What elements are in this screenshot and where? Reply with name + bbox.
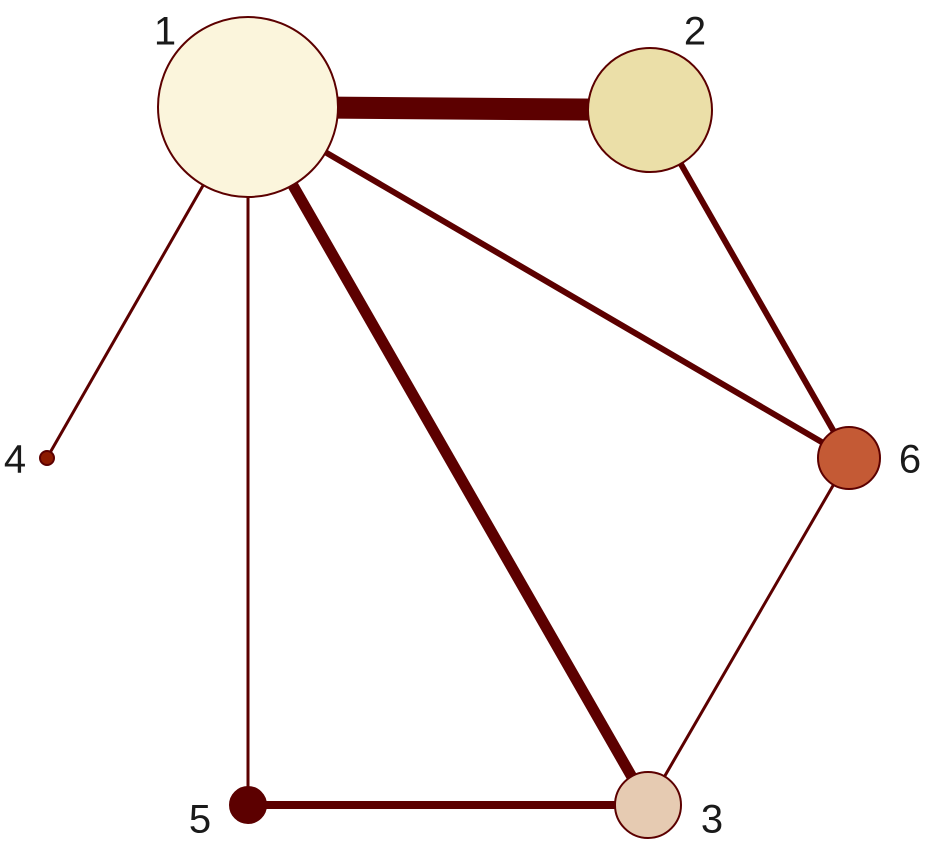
node-label-3: 3 — [701, 798, 723, 842]
edge-1-6 — [246, 104, 851, 461]
network-nodes — [39, 16, 881, 839]
edge-3-6 — [646, 457, 851, 806]
network-edges — [45, 96, 852, 809]
node-label-5: 5 — [189, 798, 211, 842]
network-labels: 1 2 3 4 5 6 — [4, 10, 921, 842]
node-6 — [817, 426, 881, 490]
node-label-2: 2 — [684, 10, 706, 54]
node-label-6: 6 — [899, 438, 921, 482]
node-5 — [229, 786, 267, 824]
node-4 — [39, 450, 55, 466]
node-label-4: 4 — [4, 438, 26, 482]
edge-2-6 — [647, 108, 852, 460]
edge-1-3 — [243, 104, 653, 808]
node-3 — [614, 771, 682, 839]
node-1 — [157, 16, 339, 198]
node-2 — [587, 47, 713, 173]
node-label-1: 1 — [154, 10, 176, 54]
